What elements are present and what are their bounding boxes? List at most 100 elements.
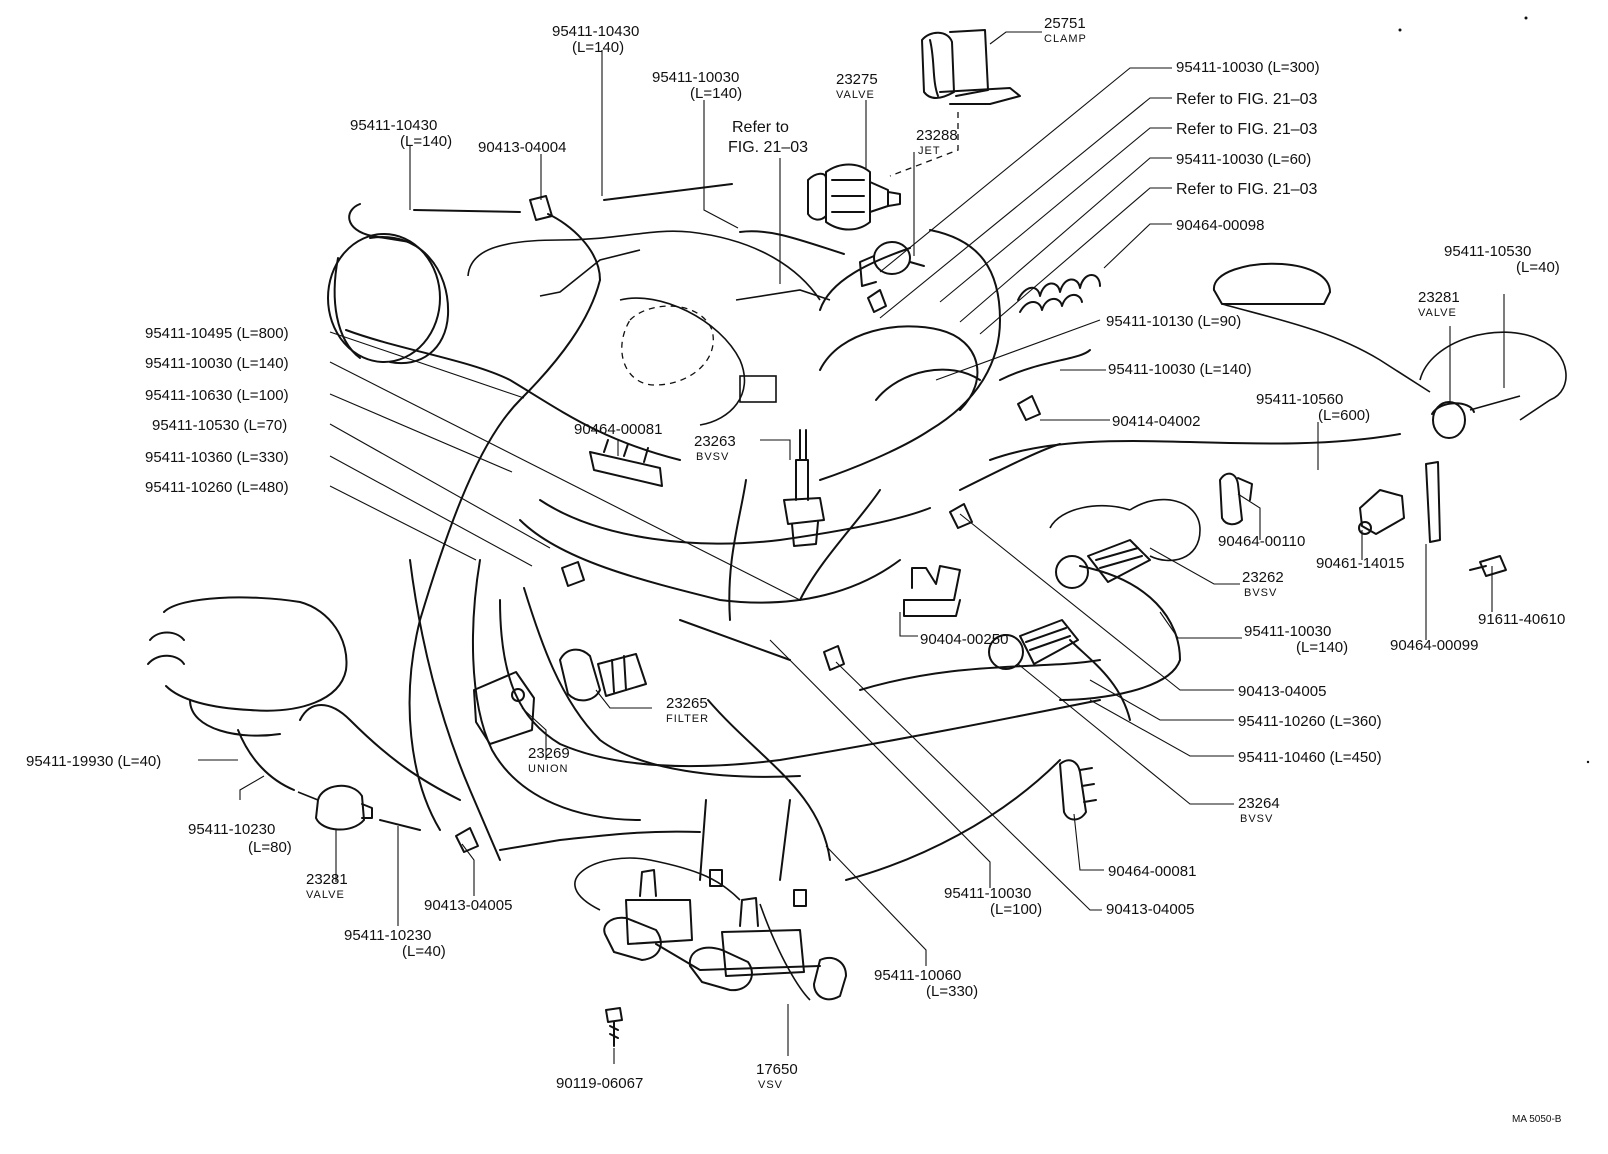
label-95411-10030-l140-right: 95411-10030 (L=140) xyxy=(1108,361,1252,378)
part-number: 90413-04005 xyxy=(1238,683,1326,700)
part-number: 90413-04005 xyxy=(1106,901,1194,918)
label-23263-bvsv: 23263 BVSV xyxy=(694,433,736,463)
hose-length: (L=330) xyxy=(926,983,978,1000)
part-number: 95411-10030 (L=140) xyxy=(1108,361,1252,378)
label-90464-00110: 90464-00110 xyxy=(1218,533,1305,550)
part-number: 90404-00250 xyxy=(920,631,1008,648)
label-95411-10630: 95411-10630 (L=100) xyxy=(145,387,289,404)
reference: Refer to FIG. 21–03 xyxy=(1176,91,1318,108)
label-91611-40610: 91611-40610 xyxy=(1478,611,1565,628)
carburetor-intake-outline xyxy=(467,230,831,426)
part-number: 91611-40610 xyxy=(1478,611,1565,628)
hose-clip-90464-00081-lower xyxy=(1059,759,1097,821)
print-marks xyxy=(1398,16,1590,764)
label-23269-union: 23269 UNION xyxy=(528,745,570,775)
part-number: 95411-10030 xyxy=(1244,623,1331,640)
label-95411-10030-l140-left: 95411-10030 (L=140) xyxy=(145,355,289,372)
label-23281-valve-left: 23281 VALVE xyxy=(306,871,348,901)
component-drawing xyxy=(147,29,1567,1047)
part-number: 23275 xyxy=(836,71,878,88)
jet-23288 xyxy=(859,241,925,287)
hose-routing xyxy=(237,183,1401,881)
label-refer-fig-3: Refer to FIG. 21–03 xyxy=(1176,181,1318,198)
part-number: 95411-10560 xyxy=(1256,391,1343,408)
part-name: BVSV xyxy=(696,451,729,463)
part-number: 95411-10130 (L=90) xyxy=(1106,313,1241,330)
hose-clip-90464-00098 xyxy=(1017,274,1101,313)
label-23281-valve-right: 23281 VALVE xyxy=(1418,289,1460,319)
label-90413-04004: 90413-04004 xyxy=(478,139,566,156)
hose-clip-90464-00110 xyxy=(1219,472,1253,526)
label-17650-vsv: 17650 VSV xyxy=(756,1061,798,1091)
part-number: 95411-10530 xyxy=(1444,243,1531,260)
hose-clip-90464-00081-upper xyxy=(589,439,663,487)
label-95411-10560: 95411-10560 (L=600) xyxy=(1256,391,1370,424)
label-90464-00081-upper: 90464-00081 xyxy=(574,421,662,438)
part-number: 90464-00099 xyxy=(1390,637,1478,654)
label-refer-fig-1: Refer to FIG. 21–03 xyxy=(1176,91,1318,108)
part-name: VALVE xyxy=(836,89,875,101)
label-23264-bvsv: 23264 BVSV xyxy=(1238,795,1280,825)
label-95411-10360: 95411-10360 (L=330) xyxy=(145,449,289,466)
part-number: 25751 xyxy=(1044,15,1086,32)
part-number: 95411-10030 xyxy=(652,69,739,86)
reference-line-1: Refer to xyxy=(732,119,789,136)
label-23262-bvsv: 23262 BVSV xyxy=(1242,569,1284,599)
leader-lines xyxy=(198,31,1505,1064)
clamp-25751 xyxy=(889,29,1021,177)
label-95411-10130: 95411-10130 (L=90) xyxy=(1106,313,1241,330)
label-95411-10530-right: 95411-10530 (L=40) xyxy=(1444,243,1560,276)
part-number: 95411-10030 (L=300) xyxy=(1176,59,1320,76)
valve-23281-left xyxy=(297,784,373,831)
label-90464-00081-lower: 90464-00081 xyxy=(1108,863,1196,880)
hose-length: (L=80) xyxy=(248,839,292,856)
part-name: UNION xyxy=(528,763,568,775)
vsv-17650-assembly xyxy=(574,857,847,1001)
filler-cap xyxy=(1212,262,1431,393)
part-number: 90413-04004 xyxy=(478,139,566,156)
label-95411-19930: 95411-19930 (L=40) xyxy=(26,753,161,770)
label-23265-filter: 23265 FILTER xyxy=(666,695,709,725)
part-name: FILTER xyxy=(666,713,709,725)
bvsv-23262 xyxy=(1049,498,1201,589)
label-95411-10030-l140-mid: 95411-10030 (L=140) xyxy=(1244,623,1348,656)
part-number: 23264 xyxy=(1238,795,1280,812)
union-23269 xyxy=(473,671,535,745)
part-number: 95411-10260 (L=480) xyxy=(145,479,289,496)
part-number: 95411-10030 xyxy=(944,885,1031,902)
part-number: 23262 xyxy=(1242,569,1284,586)
label-95411-10030-l100: 95411-10030 (L=100) xyxy=(944,885,1042,918)
part-number: 23265 xyxy=(666,695,708,712)
part-number: 90464-00081 xyxy=(1108,863,1196,880)
label-90464-00098: 90464-00098 xyxy=(1176,217,1264,234)
label-90461-14015: 90461-14015 xyxy=(1316,555,1404,572)
label-95411-10260-l480: 95411-10260 (L=480) xyxy=(145,479,289,496)
part-number: 95411-10530 (L=70) xyxy=(152,417,287,434)
label-23275-valve: 23275 VALVE xyxy=(836,71,878,101)
small-fittings xyxy=(455,195,1041,853)
hose-length: (L=140) xyxy=(400,133,452,150)
hose-length: (L=40) xyxy=(1516,259,1560,276)
bvsv-23264 xyxy=(988,619,1079,670)
part-name: VALVE xyxy=(306,889,345,901)
label-90413-04005-lower: 90413-04005 xyxy=(1106,901,1194,918)
hose-length: (L=100) xyxy=(990,901,1042,918)
part-number: 23263 xyxy=(694,433,736,450)
bracket-90461-14015 xyxy=(1358,461,1441,543)
hose-length: (L=140) xyxy=(690,85,742,102)
label-95411-10260-l360: 95411-10260 (L=360) xyxy=(1238,713,1382,730)
label-refer-fig-2: Refer to FIG. 21–03 xyxy=(1176,121,1318,138)
part-number: 95411-10360 (L=330) xyxy=(145,449,289,466)
air-cleaner-lower xyxy=(147,596,348,737)
part-number: 95411-10430 xyxy=(552,23,639,40)
drawing-code: MA 5050-B xyxy=(1512,1114,1562,1125)
label-90413-04005-right: 90413-04005 xyxy=(1238,683,1326,700)
part-number: 95411-10030 (L=140) xyxy=(145,355,289,372)
part-number: 23288 xyxy=(916,127,958,144)
bracket-90404-00250 xyxy=(903,565,961,617)
filter-23265 xyxy=(559,648,647,702)
label-23288-jet: 23288 JET xyxy=(916,127,958,157)
part-number: 95411-10630 (L=100) xyxy=(145,387,289,404)
part-name: JET xyxy=(918,145,941,157)
